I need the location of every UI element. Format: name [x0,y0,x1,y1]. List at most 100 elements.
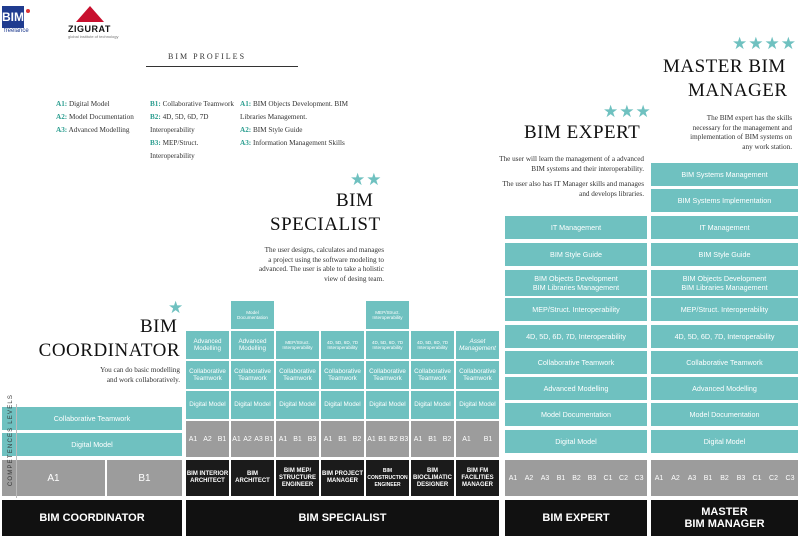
legend-column-1: A1: Digital Model A2: Model Documentatio… [56,98,134,137]
specialist-col1-advanced-modelling: Advanced Modelling [186,331,229,359]
level-b1: B1 [264,421,274,457]
specialist-col4-collaborative: Collaborative Teamwork [321,361,364,389]
level-b2: B2 [440,421,454,457]
specialist-title-line1: BIM [336,190,374,211]
level-b2: B2 [350,421,364,457]
level-a1: A1 [456,421,477,457]
expert-bim-objects-development: BIM Objects Development BIM Libraries Ma… [505,270,647,296]
profiles-divider [146,66,298,67]
expert-digital-model: Digital Model [505,430,647,453]
specialist-col3-mep-interoperability: MEP/Struct. Interoperability [276,331,319,359]
legend-item: A2: BIM Style Guide [240,126,303,134]
master-stars-icon: ★★★★ [732,34,797,53]
level-c2: C2 [616,460,631,496]
legend-item: A3: Advanced Modelling [56,126,130,134]
legend-item: Libraries Management. [240,113,308,121]
master-bim-systems-management: BIM Systems Management [651,163,798,186]
specialist-col5-digital-model: Digital Model [366,391,409,419]
master-model-documentation: Model Documentation [651,403,798,426]
specialist-col2-advanced-modelling: Advanced Modelling [231,331,274,359]
coordinator-level-a1: A1 [2,460,105,496]
level-c2: C2 [765,460,782,496]
level-b3: B3 [399,421,409,457]
master-title-line2: MANAGER [688,80,788,101]
master-description: The BIM expert has the skills necessary … [690,114,792,151]
specialist-col4-digital-model: Digital Model [321,391,364,419]
level-b1: B1 [700,460,716,496]
legend-item: A1: Digital Model [56,100,110,108]
level-b3: B3 [584,460,600,496]
specialist-col4-4d7d-interoperability: 4D, 5D, 6D, 7D Interoperability [321,331,364,359]
bim-logo-subtext: freelance [4,28,29,34]
specialist-col2-levels: A1 A2 A3 B1 [231,421,274,457]
specialist-col6-levels: A1 B1 B2 [411,421,454,457]
level-b2: B2 [569,460,584,496]
level-b1: B1 [215,421,229,457]
expert-title: BIM EXPERT [524,122,641,143]
specialist-col3-levels: A1 B1 B3 [276,421,319,457]
level-a1: A1 [276,421,290,457]
specialist-col5-levels: A1 B1 B2 B3 [366,421,409,457]
bim-profiles-title: BIM PROFILES [168,52,247,61]
legend-item: B3: MEP/Struct. [150,139,199,147]
role-bim-project-manager: BIM PROJECT MANAGER [321,460,364,496]
legend-item: Interoperability [150,126,195,134]
level-a2: A2 [242,421,253,457]
competences-axis-line [16,404,17,498]
master-bim-systems-implementation: BIM Systems Implementation [651,189,798,212]
specialist-col3-digital-model: Digital Model [276,391,319,419]
expert-4d7d-interoperability: 4D, 5D, 6D, 7D, Interoperability [505,325,647,348]
level-b1: B1 [553,460,569,496]
competences-levels-label: COMPETENCES LEVELS [8,393,14,487]
bim-freelance-logo: BIM freelance [2,6,50,40]
legend-column-3: A1: BIM Objects Development. BIM Librari… [240,98,348,150]
level-a3: A3 [684,460,700,496]
expert-collaborative-teamwork: Collaborative Teamwork [505,351,647,374]
coordinator-title-line1: BIM [140,316,178,337]
specialist-col6-collaborative: Collaborative Teamwork [411,361,454,389]
level-a1: A1 [321,421,335,457]
specialist-col1-collaborative: Collaborative Teamwork [186,361,229,389]
specialist-col6-digital-model: Digital Model [411,391,454,419]
master-4d7d-interoperability: 4D, 5D, 6D, 7D, Interoperability [651,325,798,348]
specialist-col7-asset-management: Asset Management [456,331,499,359]
specialist-col1-digital-model: Digital Model [186,391,229,419]
level-c1: C1 [749,460,765,496]
master-collaborative-teamwork: Collaborative Teamwork [651,351,798,374]
zigurat-logo-mark [76,6,104,22]
legend-item: A3: Information Management Skills [240,139,345,147]
zigurat-logo-subtext: global institute of technology [68,34,119,39]
level-b1: B1 [425,421,440,457]
expert-stars-icon: ★★★ [603,102,652,121]
level-b1: B1 [290,421,305,457]
level-a1: A1 [231,421,242,457]
zigurat-logo: ZIGURAT global institute of technology [62,6,122,40]
specialist-col7-levels: A1 B1 [456,421,499,457]
level-b3: B3 [305,421,319,457]
master-bim-style-guide: BIM Style Guide [651,243,798,266]
coordinator-collaborative-teamwork: Collaborative Teamwork [2,407,182,430]
specialist-col2-model-documentation: Model Documentation [231,301,274,329]
level-a1: A1 [505,460,521,496]
specialist-stars-icon: ★★ [350,170,383,189]
zigurat-logo-text: ZIGURAT [68,24,111,34]
level-b1: B1 [377,421,388,457]
master-bar: MASTER BIM MANAGER [651,500,798,536]
level-a2: A2 [667,460,684,496]
master-levels: A1 A2 A3 B1 B2 B3 C1 C2 C3 [651,460,798,496]
specialist-col5-collaborative: Collaborative Teamwork [366,361,409,389]
level-c1: C1 [600,460,616,496]
specialist-col7-collaborative: Collaborative Teamwork [456,361,499,389]
legend-column-2: B1: Collaborative Teamwork B2: 4D, 5D, 6… [150,98,234,163]
role-bim-interior-architect: BIM INTERIOR ARCHITECT [186,460,229,496]
master-advanced-modelling: Advanced Modelling [651,377,798,400]
expert-bar: BIM EXPERT [505,500,647,536]
specialist-col4-levels: A1 B1 B2 [321,421,364,457]
level-b1: B1 [477,421,499,457]
specialist-col7-digital-model: Digital Model [456,391,499,419]
coordinator-bar: BIM COORDINATOR [2,500,182,536]
expert-description: The user will learn the management of a … [499,155,644,198]
specialist-col5-4d7d-interoperability: 4D, 5D, 6D, 7D Interoperability [366,331,409,359]
level-b1: B1 [335,421,350,457]
level-a1: A1 [411,421,425,457]
